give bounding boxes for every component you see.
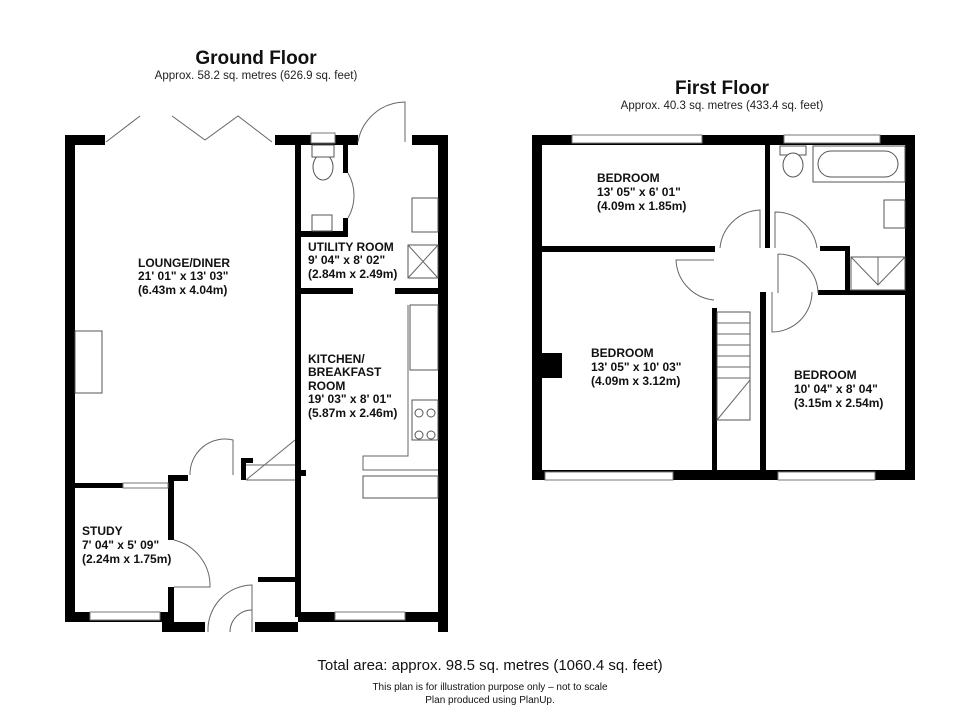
room-bedroom-3: BEDROOM 10' 04" x 8' 04" (3.15m x 2.54m): [794, 368, 883, 410]
room-lounge-diner: LOUNGE/DINER 21' 01" x 13' 03" (6.43m x …: [138, 256, 230, 297]
first-floor-fixtures: [716, 145, 906, 421]
room-bedroom-1: BEDROOM 13' 05" x 6' 01" (4.09m x 1.85m): [597, 171, 686, 213]
svg-text:(4.09m x 1.85m): (4.09m x 1.85m): [597, 199, 686, 213]
svg-text:(2.84m x 2.49m): (2.84m x 2.49m): [308, 267, 397, 281]
total-area: Total area: approx. 98.5 sq. metres (106…: [317, 657, 662, 674]
svg-text:19' 03" x 8' 01": 19' 03" x 8' 01": [308, 392, 392, 406]
first-floor-doors: [675, 209, 819, 333]
ground-floor-plan: Ground Floor Approx. 58.2 sq. metres (62…: [65, 48, 448, 633]
svg-text:ROOM: ROOM: [308, 379, 345, 393]
room-kitchen: KITCHEN/ BREAKFAST ROOM 19' 03" x 8' 01"…: [308, 352, 397, 420]
svg-text:BREAKFAST: BREAKFAST: [308, 365, 382, 379]
stairs-icon: [716, 311, 751, 421]
svg-text:10' 04" x 8' 04": 10' 04" x 8' 04": [794, 382, 878, 396]
disclaimer: This plan is for illustration purpose on…: [372, 682, 608, 693]
toilet-icon: [782, 152, 804, 178]
svg-text:UTILITY ROOM: UTILITY ROOM: [308, 240, 394, 254]
room-utility: UTILITY ROOM 9' 04" x 8' 02" (2.84m x 2.…: [308, 240, 397, 281]
credit: Plan produced using PlanUp.: [425, 695, 555, 706]
stairs-icon: [245, 439, 296, 481]
ground-floor-title: Ground Floor: [195, 48, 317, 69]
first-floor-walls: [532, 135, 915, 480]
kitchen-sink-icon: [409, 304, 439, 371]
room-study: STUDY 7' 04" x 5' 09" (2.24m x 1.75m): [82, 524, 171, 566]
room-bedroom-2: BEDROOM 13' 05" x 10' 03" (4.09m x 3.12m…: [591, 346, 682, 388]
toilet-icon: [312, 153, 334, 181]
svg-text:LOUNGE/DINER: LOUNGE/DINER: [138, 256, 230, 270]
first-floor-windows: [544, 134, 881, 481]
svg-text:BEDROOM: BEDROOM: [597, 171, 660, 185]
svg-text:KITCHEN/: KITCHEN/: [308, 352, 365, 366]
ground-floor-area: Approx. 58.2 sq. metres (626.9 sq. feet): [155, 70, 358, 82]
fireplace-icon: [74, 330, 103, 394]
svg-text:13' 05" x 10' 03": 13' 05" x 10' 03": [591, 360, 682, 374]
svg-text:13' 05" x 6' 01": 13' 05" x 6' 01": [597, 185, 681, 199]
first-floor-plan: First Floor Approx. 40.3 sq. metres (433…: [532, 78, 915, 481]
svg-text:BEDROOM: BEDROOM: [794, 368, 857, 382]
first-floor-area: Approx. 40.3 sq. metres (433.4 sq. feet): [621, 100, 824, 112]
svg-text:(6.43m x 4.04m): (6.43m x 4.04m): [138, 283, 227, 297]
ground-floor-windows: [89, 132, 406, 621]
svg-text:STUDY: STUDY: [82, 524, 123, 538]
svg-text:21' 01" x 13' 03": 21' 01" x 13' 03": [138, 269, 229, 283]
chimney-breast: [542, 353, 562, 378]
svg-text:BEDROOM: BEDROOM: [591, 346, 654, 360]
svg-text:(2.24m x 1.75m): (2.24m x 1.75m): [82, 552, 171, 566]
first-floor-title: First Floor: [675, 78, 770, 99]
basin-icon: [311, 214, 333, 232]
ground-floor-fixtures: [74, 144, 439, 499]
svg-text:(3.15m x 2.54m): (3.15m x 2.54m): [794, 396, 883, 410]
svg-text:(4.09m x 3.12m): (4.09m x 3.12m): [591, 374, 680, 388]
svg-text:(5.87m x 2.46m): (5.87m x 2.46m): [308, 406, 397, 420]
svg-text:7' 04" x 5' 09": 7' 04" x 5' 09": [82, 538, 159, 552]
sink-icon: [411, 197, 439, 233]
ground-floor-doors: [105, 101, 406, 633]
svg-text:9' 04" x 8' 02": 9' 04" x 8' 02": [308, 253, 385, 267]
basin-icon: [883, 199, 906, 229]
